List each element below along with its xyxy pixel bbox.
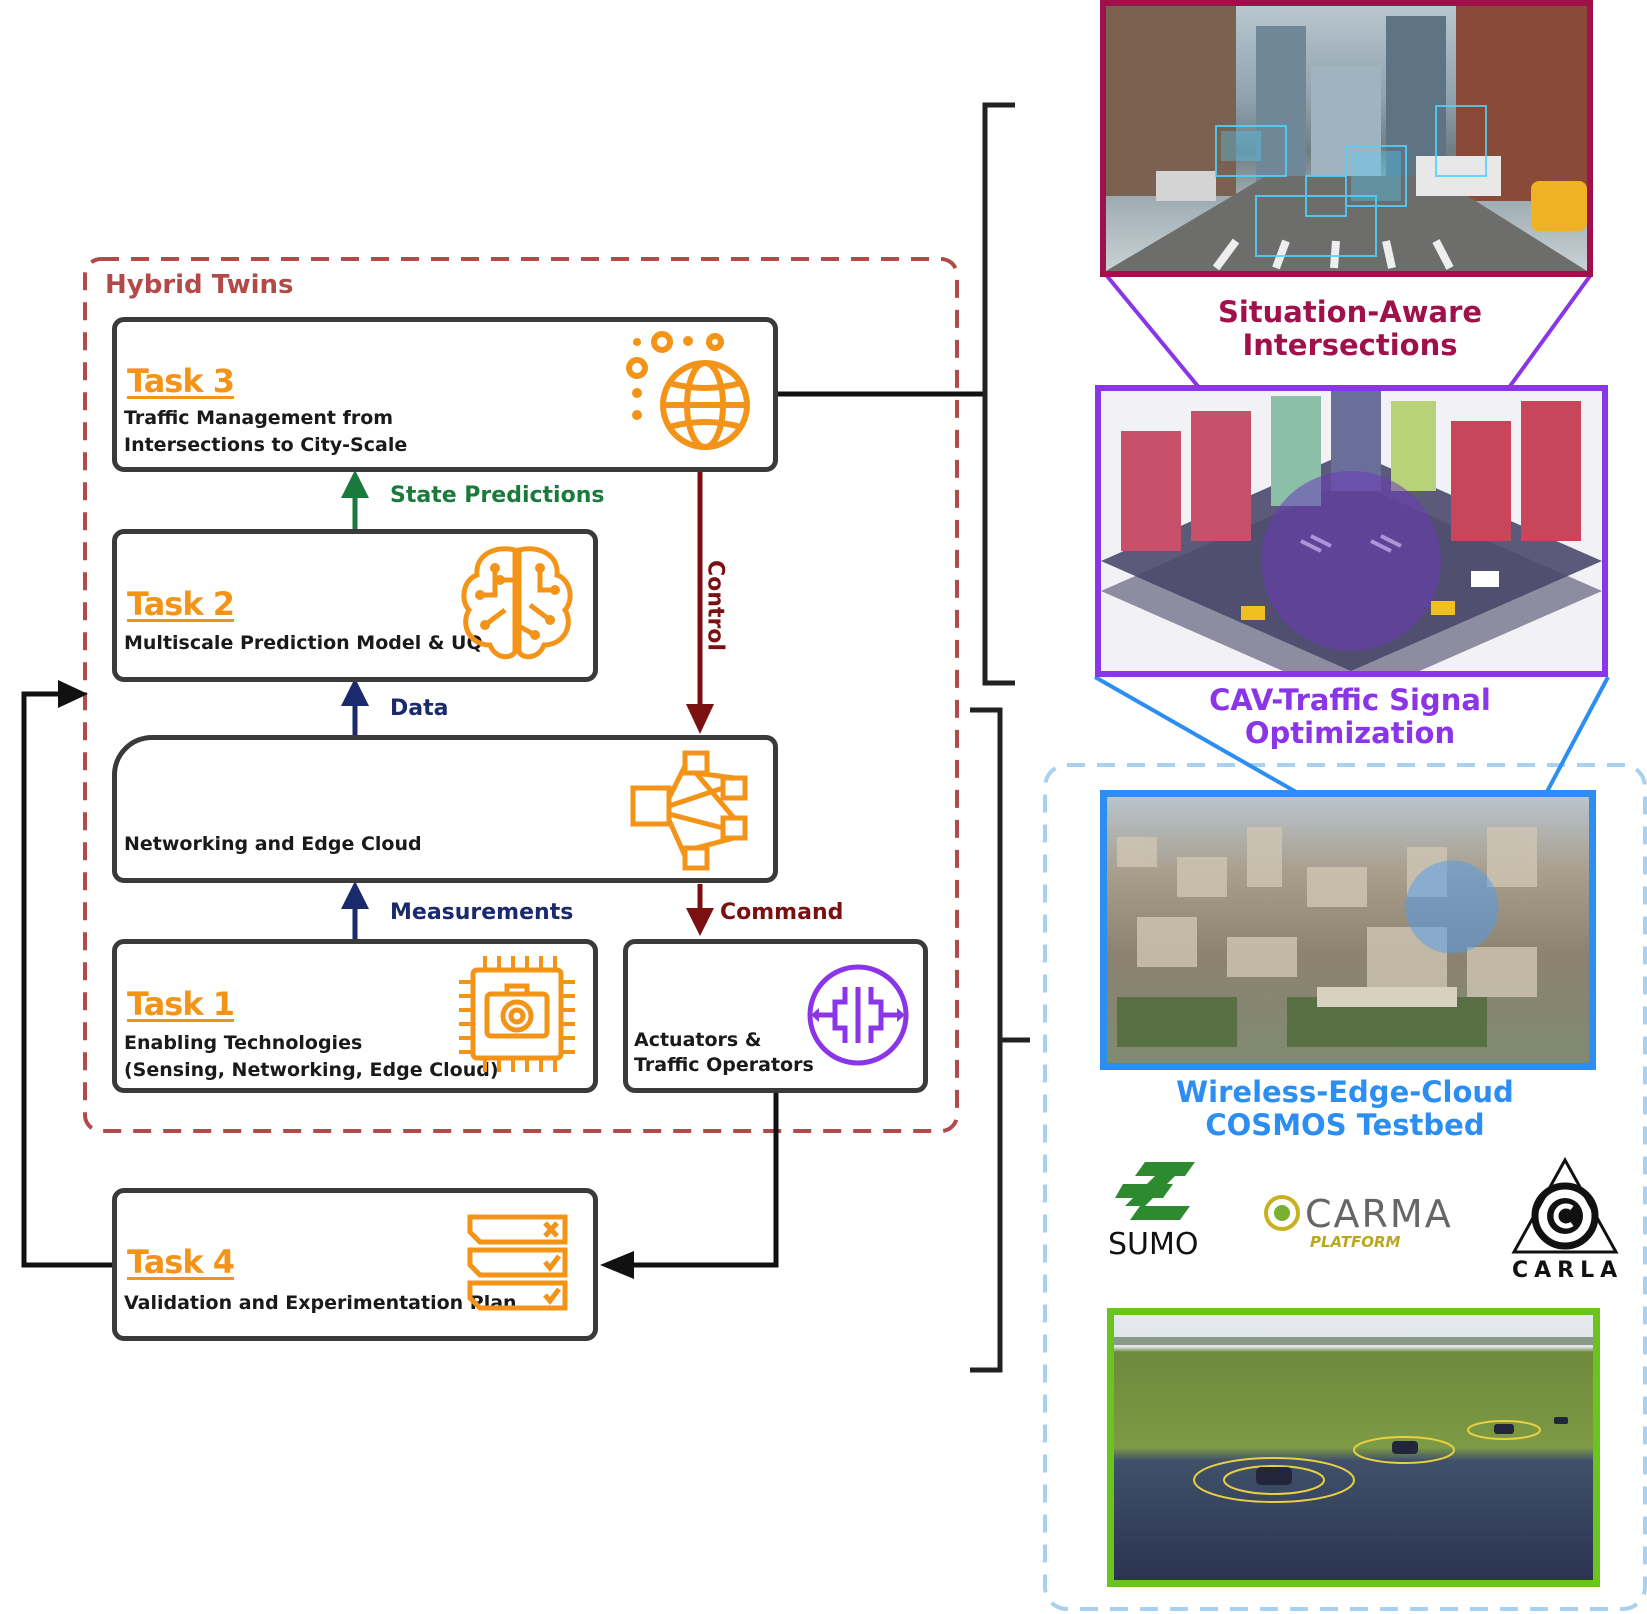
task2-title: Task 2 — [127, 585, 235, 623]
task3-desc-line1: Traffic Management from — [124, 407, 394, 429]
camera-chip-icon — [459, 956, 575, 1072]
situation-aware-photo — [1100, 0, 1593, 277]
situation-aware-caption: Situation-Aware Intersections — [1140, 296, 1560, 362]
situation-aware-caption-line1: Situation-Aware — [1217, 295, 1483, 329]
control-arrow — [686, 472, 714, 734]
cav-signal-illustration — [1095, 385, 1608, 677]
carma-logo-icon — [1264, 1195, 1300, 1231]
situation-aware-caption-line2: Intersections — [1242, 328, 1458, 362]
lower-bracket — [970, 707, 1030, 1373]
task2-desc-line1: Multiscale Prediction Model & UQ — [124, 632, 483, 654]
cosmos-aerial-photo — [1100, 790, 1596, 1070]
data-arrow — [341, 678, 369, 737]
cav-signal-caption: CAV-Traffic Signal Optimization — [1140, 684, 1560, 750]
hybrid-twins-label: Hybrid Twins — [105, 270, 294, 300]
cosmos-caption: Wireless-Edge-Cloud COSMOS Testbed — [1130, 1076, 1560, 1142]
task4-title: Task 4 — [127, 1243, 235, 1281]
upper-bracket — [982, 102, 1015, 686]
actuators-desc-line1: Actuators & — [634, 1029, 762, 1051]
measurements-arrow — [341, 881, 369, 940]
cav-signal-caption-line2: Optimization — [1244, 716, 1456, 750]
state-predictions-arrow — [341, 470, 369, 531]
checklist-icon — [467, 1214, 568, 1311]
task3-title: Task 3 — [127, 362, 235, 400]
cav-signal-caption-line1: CAV-Traffic Signal — [1209, 683, 1491, 717]
globe-network-icon — [626, 331, 750, 450]
task1-title: Task 1 — [127, 985, 235, 1023]
task4-feedback-connector — [21, 680, 114, 1268]
carla-logo-text: CARLA — [1512, 1258, 1624, 1283]
state-predictions-label: State Predictions — [390, 483, 605, 508]
task4-box — [112, 1188, 598, 1341]
task1-box — [112, 939, 598, 1093]
carma-logo-text: CARMA — [1305, 1192, 1453, 1236]
command-label: Command — [720, 900, 844, 925]
brain-circuit-icon — [461, 546, 573, 660]
task3-desc-line2: Intersections to City-Scale — [124, 434, 408, 456]
task1-desc-line1: Enabling Technologies — [124, 1032, 363, 1054]
network-hub-icon — [630, 750, 748, 871]
actuators-desc-line2: Traffic Operators — [634, 1054, 814, 1076]
actuators-box — [623, 939, 928, 1093]
test-track-photo — [1107, 1308, 1600, 1587]
data-label: Data — [390, 696, 449, 721]
cosmos-caption-line2: COSMOS Testbed — [1205, 1108, 1485, 1142]
actuator-control-icon — [807, 964, 909, 1066]
networking-desc: Networking and Edge Cloud — [124, 833, 422, 855]
sumo-logo-icon — [1115, 1162, 1195, 1220]
measurements-label: Measurements — [390, 900, 574, 925]
task1-desc-line2: (Sensing, Networking, Edge Cloud) — [124, 1059, 499, 1081]
task4-desc-line1: Validation and Experimentation Plan — [124, 1292, 517, 1314]
carma-logo-subtext: PLATFORM — [1310, 1233, 1401, 1251]
carla-logo-icon — [1511, 1156, 1619, 1254]
testbed-region — [1043, 763, 1647, 1611]
sumo-logo-text: SUMO — [1108, 1227, 1199, 1262]
actuators-to-task4-connector — [600, 1092, 779, 1279]
control-label: Control — [702, 560, 728, 651]
cosmos-caption-line1: Wireless-Edge-Cloud — [1176, 1075, 1514, 1109]
command-arrow — [686, 884, 714, 936]
